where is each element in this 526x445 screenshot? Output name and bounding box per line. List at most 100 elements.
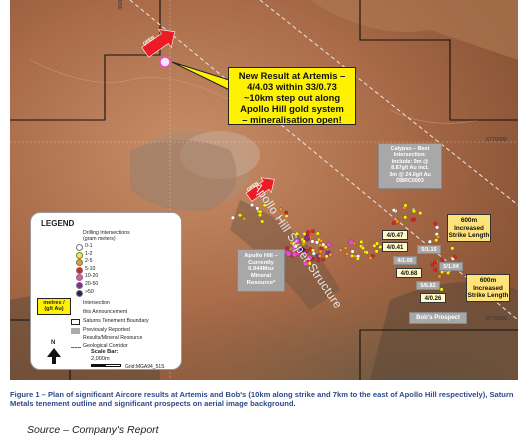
- drill-hole: [435, 225, 440, 230]
- calypso-line: 8.87g/t Au incl.: [391, 165, 429, 172]
- drill-hole: [289, 241, 294, 246]
- drill-hole: [374, 249, 379, 254]
- callout-line: – mineralisation open!: [242, 114, 342, 125]
- legend-tenement: Saturns Tenement Boundary: [83, 318, 149, 324]
- drill-hole: [315, 240, 319, 245]
- drill-hole: [452, 254, 457, 259]
- drill-hole: [328, 252, 333, 257]
- legend-announcement: this Announcement: [83, 309, 128, 315]
- scale-bar-value: 2,000m: [91, 356, 110, 362]
- callout-line: 4/4.03 within 33/0.73: [247, 81, 337, 92]
- drill-hole: [311, 248, 315, 253]
- callout-line: ~10km step out along: [243, 92, 341, 103]
- legend-range-label: 5-10: [85, 265, 96, 272]
- metres-line: (g/t Au): [44, 306, 64, 313]
- result-tag: 4/0.26: [420, 293, 446, 303]
- drill-hole: [258, 209, 263, 214]
- drill-hole: [285, 251, 292, 257]
- coordinate-right-2: 6770000: [486, 316, 507, 322]
- coordinate-top: 360000: [118, 0, 124, 10]
- drill-hole: [306, 230, 311, 235]
- drill-hole: [395, 219, 400, 224]
- drill-hole: [302, 239, 306, 244]
- drill-hole: [343, 246, 348, 251]
- legend-title: LEGEND: [41, 219, 75, 228]
- result-tag: 4/0.68: [396, 268, 422, 278]
- legend-range-label: 20-50: [85, 281, 99, 287]
- drill-hole: [350, 249, 355, 254]
- legend-range-dot: [76, 251, 83, 259]
- north-label: N: [51, 340, 56, 346]
- drill-hole: [427, 239, 432, 244]
- drill-hole: [302, 231, 307, 236]
- apollo-hill-tag: Apollo Hill – Currently 0.944Moz Mineral…: [237, 249, 285, 292]
- drill-hole: [298, 251, 303, 255]
- legend-range-dot: [76, 289, 83, 297]
- drill-hole: [255, 206, 260, 211]
- drill-hole: [319, 238, 324, 243]
- artemis-intersection: [159, 56, 171, 68]
- grid-label: Grid:MGA94_51S: [125, 364, 165, 370]
- drill-hole: [258, 213, 262, 218]
- drill-hole: [433, 221, 438, 226]
- drill-hole: [436, 234, 441, 239]
- drill-hole: [391, 221, 396, 226]
- drill-hole: [250, 203, 254, 207]
- drill-hole: [291, 251, 298, 258]
- legend-results-resource: Results/Mineral Resource: [83, 335, 143, 341]
- drill-hole: [321, 257, 326, 262]
- figure-caption: Figure 1 – Plan of significant Aircore r…: [10, 390, 514, 409]
- drill-hole: [302, 260, 309, 267]
- drill-hole: [260, 219, 265, 224]
- legend-subtitle-line: (gram meters): [83, 236, 116, 243]
- drill-hole: [359, 239, 364, 244]
- apollo-line: Mineral: [250, 272, 272, 279]
- coordinate-right-1: 6770000: [486, 137, 507, 143]
- apollo-line: Currently: [248, 259, 274, 266]
- result-tag: 4/0.47: [382, 230, 408, 240]
- scale-bar: [91, 364, 121, 367]
- metres-sample-box: metres / (g/t Au): [37, 298, 71, 315]
- drill-hole: [350, 253, 355, 258]
- legend-range-label: 1-2: [85, 250, 93, 257]
- legend-range-label: >50: [85, 288, 94, 295]
- tenement-symbol: [71, 319, 80, 325]
- map-legend: LEGEND Drilling Intersections (gram mete…: [30, 212, 182, 370]
- drill-hole: [434, 238, 439, 243]
- strike-length-box-1: 600m Increased Strike Length: [447, 214, 491, 242]
- grey-result-tag: 5/1.15: [417, 245, 441, 254]
- calypso-line: Include: 9m @: [391, 158, 429, 165]
- open-arrow-mid: [245, 177, 275, 202]
- drill-hole: [440, 257, 445, 262]
- bobs-prospect-tag: Bob's Prospect: [409, 312, 467, 324]
- strike-line: 600m: [460, 217, 478, 224]
- legend-range-dot: [76, 244, 83, 251]
- strike-line: 600m: [479, 277, 497, 284]
- calypso-line: DBRC0003: [396, 178, 424, 185]
- strike-line: Strike Length: [467, 292, 509, 300]
- drill-hole: [310, 229, 315, 234]
- previously-reported-symbol: [71, 328, 80, 334]
- result-tag: 4/0.41: [382, 242, 408, 252]
- strike-line: Increased: [454, 224, 484, 232]
- drill-hole: [324, 254, 329, 259]
- legend-range-label: 10-20: [85, 273, 99, 280]
- drill-hole: [294, 238, 300, 244]
- drill-hole: [295, 231, 299, 236]
- strike-line: Strike Length: [448, 232, 490, 240]
- drill-hole: [391, 208, 396, 213]
- strike-line: Increased: [473, 284, 503, 292]
- legend-range-dot: [76, 259, 83, 267]
- drill-hole: [318, 249, 323, 254]
- drill-hole: [364, 250, 369, 255]
- drill-hole: [285, 246, 290, 251]
- drill-hole: [439, 287, 444, 292]
- drill-hole: [403, 203, 408, 208]
- drill-hole: [315, 231, 320, 236]
- geological-corridor-2: [259, 0, 518, 206]
- calypso-line: 3m @ 24.0g/t Au: [389, 171, 431, 178]
- drill-hole: [344, 252, 349, 256]
- calypso-tag: Calypso – Best Intersection: Include: 9m…: [378, 143, 442, 189]
- drill-holes: [230, 203, 457, 292]
- drill-hole: [304, 234, 310, 241]
